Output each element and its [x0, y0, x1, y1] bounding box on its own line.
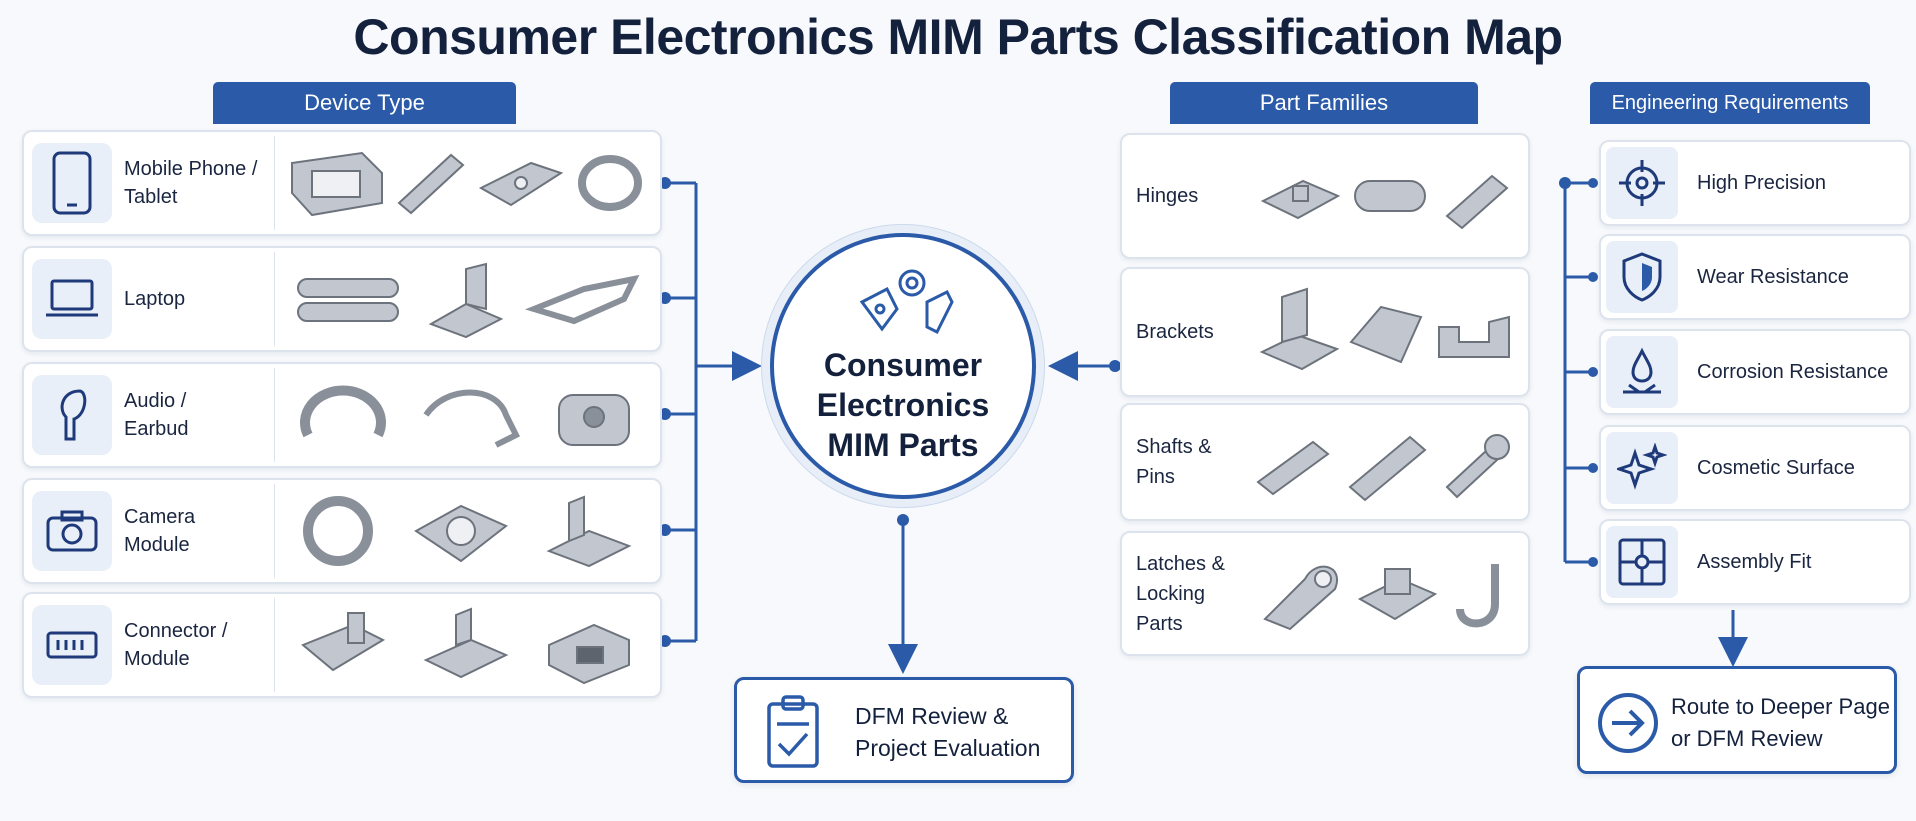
device-label: Connector / Module	[124, 620, 228, 670]
cup-part	[557, 394, 630, 446]
plate-part	[478, 161, 564, 207]
family-card-hinges[interactable]: Hinges	[1120, 133, 1530, 259]
dfm-review-label: DFM Review & Project Evaluation	[855, 703, 1041, 761]
requirement-label: Wear Resistance	[1697, 265, 1849, 288]
family-card-shafts-pins[interactable]: Shafts & Pins	[1120, 403, 1530, 521]
connector-housing-part	[547, 623, 630, 685]
laptop-icon	[32, 259, 112, 339]
connector-shell-part	[301, 612, 386, 672]
requirement-card-assembly-fit[interactable]: Assembly Fit	[1599, 519, 1911, 605]
headed-pin-part	[1445, 434, 1510, 499]
requirement-card-wear-resistance[interactable]: Wear Resistance	[1599, 234, 1911, 320]
section-header-part-families: Part Families	[1170, 82, 1478, 124]
latch-part	[1262, 565, 1338, 630]
page-title: Consumer Electronics MIM Parts Classific…	[353, 9, 1563, 65]
pin-part	[1348, 435, 1427, 502]
sparkle-icon	[1606, 432, 1678, 504]
device-card-audio[interactable]: Audio / Earbud	[22, 362, 662, 468]
shield-icon	[1606, 241, 1678, 313]
section-header-device-type: Device Type	[213, 82, 516, 124]
earbud-icon	[32, 375, 112, 455]
camera-bracket-part	[414, 504, 508, 563]
sim-tray-part	[291, 151, 383, 217]
device-card-laptop[interactable]: Laptop	[22, 246, 662, 352]
cross-bracket-part	[1349, 305, 1423, 364]
requirement-label: High Precision	[1697, 171, 1826, 194]
route-deeper-label: Route to Deeper Page or DFM Review	[1671, 694, 1890, 751]
dfm-review-box[interactable]: DFM Review & Project Evaluation	[734, 677, 1074, 783]
crosshair-icon	[1606, 147, 1678, 219]
requirement-card-high-precision[interactable]: High Precision	[1599, 140, 1911, 226]
requirement-label: Cosmetic Surface	[1697, 456, 1855, 479]
droplet-icon	[1606, 336, 1678, 408]
device-card-connector[interactable]: Connector / Module	[22, 592, 662, 698]
family-card-latches[interactable]: Latches & Locking Parts	[1120, 531, 1530, 656]
connector-bracket-part	[423, 607, 509, 679]
device-card-camera[interactable]: Camera Module	[22, 478, 662, 584]
device-label: Mobile Phone / Tablet	[124, 158, 258, 208]
ring-part	[578, 155, 643, 211]
l-bracket-part	[546, 495, 632, 568]
arc-ring-part	[300, 385, 387, 438]
angle-bracket-part	[1259, 287, 1340, 371]
family-label: Brackets	[1136, 321, 1214, 343]
laptop-hinge-part	[297, 278, 400, 322]
device-card-mobile-phone[interactable]: Mobile Phone / Tablet	[22, 130, 662, 236]
stepped-shaft-part	[1256, 440, 1330, 496]
clip-part	[423, 389, 521, 448]
hinge-part	[1260, 179, 1341, 220]
hinge-pin-part	[1445, 174, 1509, 230]
clipboard-check-icon	[767, 695, 819, 768]
phone-icon	[32, 143, 112, 223]
section-header-engineering-requirements: Engineering Requirements	[1590, 82, 1870, 124]
requirement-card-corrosion-resistance[interactable]: Corrosion Resistance	[1599, 329, 1911, 415]
family-label: Latches & Locking Parts	[1136, 552, 1225, 635]
lens-ring-part	[303, 496, 374, 566]
barrel-hinge-part	[1354, 180, 1426, 212]
center-hub: Consumer Electronics MIM Parts	[770, 233, 1036, 499]
family-label: Hinges	[1136, 185, 1199, 207]
connector-icon	[32, 605, 112, 685]
laptop-frame-part	[524, 274, 640, 325]
family-label: Shafts & Pins	[1136, 436, 1212, 488]
requirement-label: Corrosion Resistance	[1697, 360, 1889, 383]
device-label: Laptop	[124, 288, 186, 310]
requirement-label: Assembly Fit	[1697, 550, 1812, 573]
laptop-bracket-part	[428, 262, 504, 339]
device-label: Camera Module	[124, 506, 196, 556]
gears-parts-icon	[859, 269, 954, 335]
button-part	[397, 153, 465, 215]
arrow-circle-icon	[1598, 693, 1658, 753]
center-label: Consumer Electronics MIM Parts	[816, 347, 990, 463]
device-label: Audio / Earbud	[124, 390, 189, 440]
puzzle-icon	[1606, 526, 1678, 598]
u-bracket-part	[1438, 315, 1511, 358]
hook-part	[1456, 563, 1500, 627]
family-card-brackets[interactable]: Brackets	[1120, 267, 1530, 397]
route-deeper-box[interactable]: Route to Deeper Page or DFM Review	[1577, 666, 1897, 774]
lock-block-part	[1357, 567, 1438, 620]
requirement-card-cosmetic-surface[interactable]: Cosmetic Surface	[1599, 425, 1911, 511]
camera-icon	[32, 491, 112, 571]
